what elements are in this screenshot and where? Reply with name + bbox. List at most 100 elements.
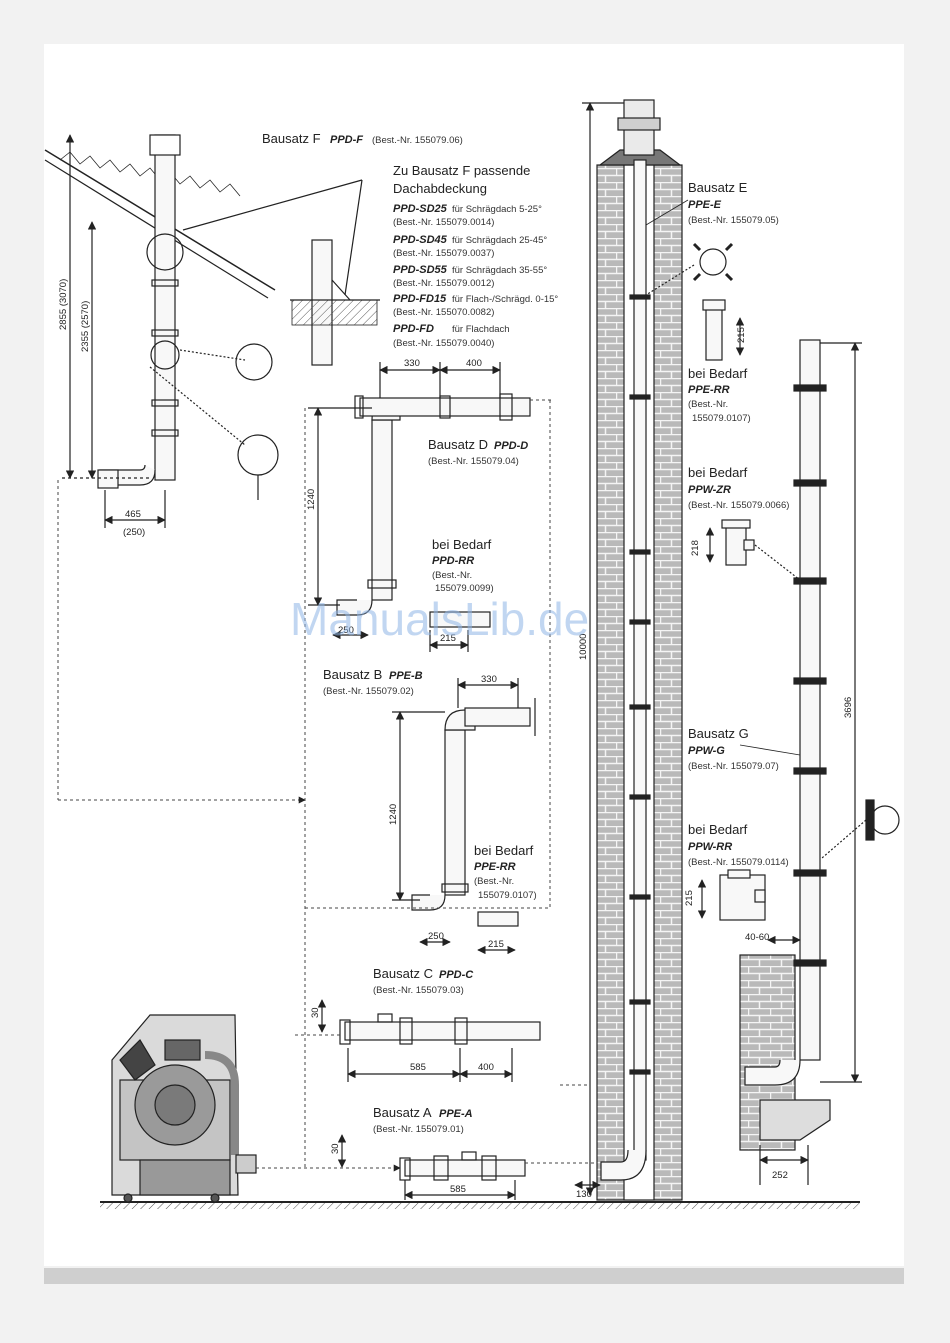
ppd-rr-title: bei Bedarf [432, 537, 492, 552]
kit-d-code: PPD-D [494, 440, 528, 452]
roof-item-1-desc: für Schrägdach 25-45° [452, 235, 547, 246]
ground [100, 1201, 860, 1209]
flow-lines [57, 399, 621, 1172]
kit-f-order: (Best.-Nr. 155079.06) [372, 135, 463, 146]
dim-f-height-b: 2355 (2570) [80, 301, 91, 352]
dim-ppe-rr-b-len: 215 [488, 939, 504, 950]
kit-b-title: Bausatz B [323, 667, 382, 682]
dim-g-gap: 40-60 [745, 932, 769, 943]
dim-d-w2: 400 [466, 358, 482, 369]
roof-item-3-order: (Best.-Nr. 155070.0082) [393, 307, 494, 318]
dim-b-bottom: 250 [428, 931, 444, 942]
ppw-rr-title: bei Bedarf [688, 822, 748, 837]
ppw-zr-code: PPW-ZR [688, 484, 731, 496]
roof-item-4-desc: für Flachdach [452, 324, 510, 335]
roof-item-1-order: (Best.-Nr. 155079.0037) [393, 248, 494, 259]
kit-b-code: PPE-B [389, 670, 423, 682]
ppd-rr-order2: 155079.0099) [435, 583, 494, 594]
dim-chimney-height: 10000 [578, 634, 589, 660]
kit-a-title: Bausatz A [373, 1105, 432, 1120]
kit-e-title: Bausatz E [688, 180, 748, 195]
ppw-rr-code: PPW-RR [688, 841, 732, 853]
kit-f-code: PPD-F [330, 134, 363, 146]
boiler-unit [111, 1014, 257, 1203]
ppd-rr-order1: (Best.-Nr. [432, 570, 472, 581]
kit-a-code: PPE-A [439, 1108, 473, 1120]
kit-c-title: Bausatz C [373, 966, 433, 981]
dim-ppw-zr-len: 218 [690, 540, 701, 556]
roof-item-2-order: (Best.-Nr. 155079.0012) [393, 278, 494, 289]
dim-a-h: 30 [330, 1143, 341, 1154]
roof-title-line2: Dachabdeckung [393, 181, 487, 196]
dim-c-h: 30 [310, 1007, 321, 1018]
dim-a-w: 585 [450, 1184, 466, 1195]
roof-item-4-code: PPD-FD [393, 323, 434, 335]
dim-c-w1: 585 [410, 1062, 426, 1073]
ppe-rr-b-order2: 155079.0107) [478, 890, 537, 901]
ppe-rr-b-code: PPE-RR [474, 861, 516, 873]
kit-g-drawing [739, 339, 900, 1185]
dim-ppd-rr-len: 215 [440, 633, 456, 644]
ppe-rr-e-code: PPE-RR [688, 384, 730, 396]
kit-d-drawing [308, 362, 531, 652]
ppw-zr-title: bei Bedarf [688, 465, 748, 480]
kit-d-title: Bausatz D [428, 437, 488, 452]
dim-f-height-a: 2855 (3070) [58, 279, 69, 330]
kit-c-drawing [317, 999, 541, 1082]
ppe-rr-e-title: bei Bedarf [688, 366, 748, 381]
dim-c-w2: 400 [478, 1062, 494, 1073]
kit-c-order: (Best.-Nr. 155079.03) [373, 985, 464, 996]
dim-b-height: 1240 [388, 804, 399, 825]
kit-g-title: Bausatz G [688, 726, 749, 741]
roof-item-2-code: PPD-SD55 [393, 264, 448, 276]
ppe-rr-e-order1: (Best.-Nr. [688, 399, 728, 410]
ppe-rr-b-title: bei Bedarf [474, 843, 534, 858]
dim-g-base: 252 [772, 1170, 788, 1181]
footer-bar [44, 1268, 904, 1284]
dim-ppw-rr-len: 215 [684, 890, 695, 906]
dim-b-w: 330 [481, 674, 497, 685]
ppd-rr-code: PPD-RR [432, 555, 474, 567]
spacer-detail [645, 242, 734, 296]
dim-d-w1: 330 [404, 358, 420, 369]
ppe-rr-e-drawing [702, 299, 745, 361]
roof-item-3-code: PPD-FD15 [393, 293, 447, 305]
dim-d-bottom: 250 [338, 625, 354, 636]
ppw-rr-order: (Best.-Nr. 155079.0114) [688, 857, 789, 868]
kit-a-order: (Best.-Nr. 155079.01) [373, 1124, 464, 1135]
kit-e-pointer [645, 199, 689, 226]
ppw-rr-drawing [697, 869, 766, 921]
kit-g-pointer [739, 744, 801, 756]
roof-title-line1: Zu Bausatz F passende [393, 163, 530, 178]
kit-e-order: (Best.-Nr. 155079.05) [688, 215, 779, 226]
roof-item-0-desc: für Schrägdach 5-25° [452, 204, 542, 215]
dim-ppe-rr-e-len: 215 [736, 327, 747, 343]
roof-cover-list: Zu Bausatz F passende Dachabdeckung PPD-… [393, 163, 558, 349]
roof-item-3-desc: für Flach-/Schrägd. 0-15° [452, 294, 558, 305]
dim-chimney-base: 130 [576, 1189, 592, 1200]
kit-d-order: (Best.-Nr. 155079.04) [428, 456, 519, 467]
roof-item-0-code: PPD-SD25 [393, 203, 448, 215]
kit-g-code: PPW-G [688, 745, 725, 757]
dim-d-height: 1240 [306, 489, 317, 510]
kit-g-order: (Best.-Nr. 155079.07) [688, 761, 779, 772]
kit-e-code: PPE-E [688, 199, 722, 211]
kit-b-order: (Best.-Nr. 155079.02) [323, 686, 414, 697]
kit-c-code: PPD-C [439, 969, 474, 981]
kit-b-drawing [392, 678, 536, 955]
chimney [574, 99, 683, 1201]
roof-item-1-code: PPD-SD45 [393, 234, 448, 246]
dim-f-width: 465 [125, 509, 141, 520]
roof-item-0-order: (Best.-Nr. 155079.0014) [393, 217, 494, 228]
ppe-rr-b-order1: (Best.-Nr. [474, 876, 514, 887]
ppe-rr-e-order2: 155079.0107) [692, 413, 751, 424]
kit-f-title: Bausatz F [262, 131, 321, 146]
ppw-zr-drawing [705, 519, 801, 581]
dim-f-width-alt: (250) [123, 527, 145, 538]
roof-item-2-desc: für Schrägdach 35-55° [452, 265, 547, 276]
ppw-zr-order: (Best.-Nr. 155079.0066) [688, 500, 789, 511]
dim-g-height: 3696 [843, 697, 854, 718]
roof-item-4-order: (Best.-Nr. 155079.0040) [393, 338, 494, 349]
kit-f-drawing [44, 134, 380, 528]
